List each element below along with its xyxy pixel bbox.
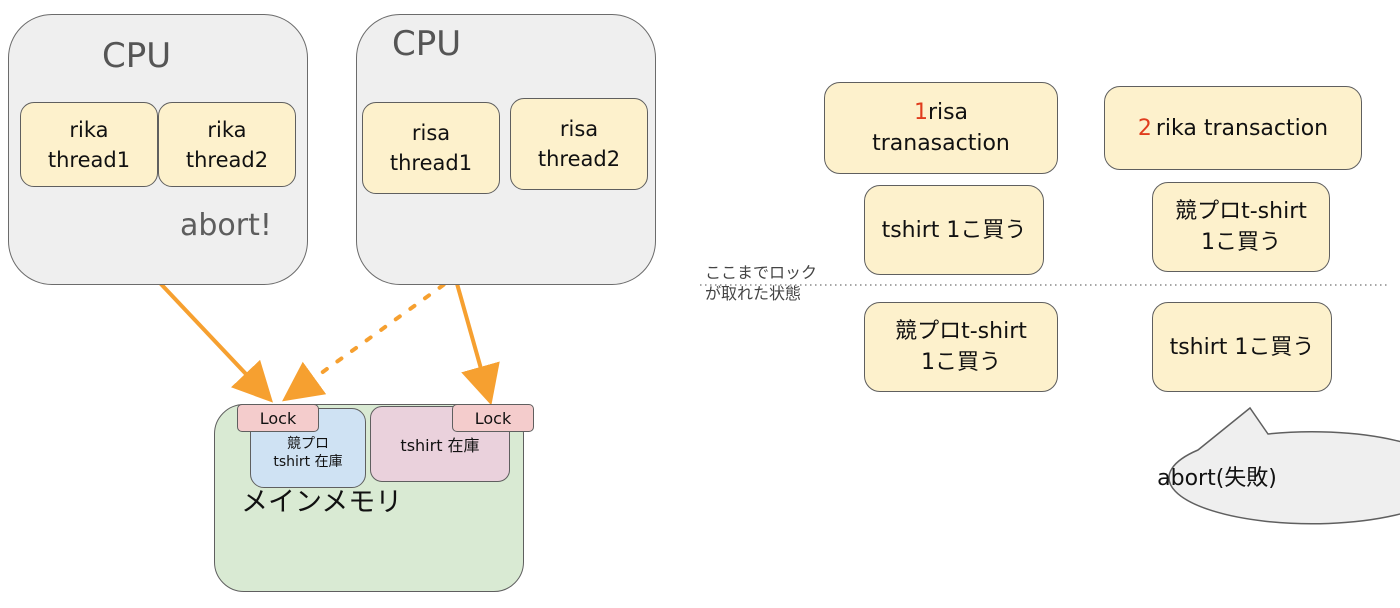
abort-status: abort! xyxy=(180,208,272,243)
transaction-title: rika transaction xyxy=(1155,115,1329,141)
cpu-title-1: CPU xyxy=(102,36,172,76)
abort-bubble-shape xyxy=(1168,406,1400,525)
transaction-number: 2 xyxy=(1137,115,1152,141)
transaction-user: risa xyxy=(927,100,969,125)
thread-id: thread2 xyxy=(537,147,621,171)
thread-id: thread2 xyxy=(185,147,269,172)
transaction-title-line2: tranasaction xyxy=(872,131,1010,156)
main-memory-label: メインメモリ xyxy=(241,487,403,518)
rika-step-1: 競プロt-shirt 1こ買う xyxy=(1152,182,1330,272)
lock-badge-tshirt: Lock xyxy=(452,404,534,432)
note-line-1: ここまでロック xyxy=(705,263,818,282)
step-text: 競プロt-shirt 1こ買う xyxy=(895,319,1027,375)
risa-step-1: tshirt 1こ買う xyxy=(864,185,1044,275)
thread-risa-2: risa thread2 xyxy=(510,98,648,190)
step-text: 競プロt-shirt 1こ買う xyxy=(1175,199,1307,255)
thread-name: rika xyxy=(207,117,247,142)
note-line-2: が取れた状態 xyxy=(705,284,802,303)
rika-step-2: tshirt 1こ買う xyxy=(1152,302,1332,392)
thread-name: risa xyxy=(411,121,451,145)
thread-rika-1: rika thread1 xyxy=(20,102,158,187)
transaction-title-line1: 1risa xyxy=(914,97,968,128)
lock-acquired-note: ここまでロック が取れた状態 xyxy=(705,262,817,304)
thread-name: rika xyxy=(69,117,109,142)
thread-name: risa xyxy=(559,117,599,141)
cpu-title-2: CPU xyxy=(392,24,462,64)
thread-id: thread1 xyxy=(389,151,473,175)
lock-badge-kyopro: Lock xyxy=(237,404,319,432)
risa-step-2: 競プロt-shirt 1こ買う xyxy=(864,302,1058,392)
transaction-risa-header: 1risa tranasaction xyxy=(824,82,1058,174)
abort-bubble-text: abort(失敗) xyxy=(1157,466,1277,491)
step-text: tshirt 1こ買う xyxy=(881,217,1027,243)
thread-rika-2: rika thread2 xyxy=(158,102,296,187)
item-stock: tshirt 在庫 xyxy=(273,454,343,470)
item-stock: tshirt 在庫 xyxy=(400,436,480,455)
item-name: 競プロ xyxy=(287,436,329,452)
thread-risa-1: risa thread1 xyxy=(362,102,500,194)
thread-id: thread1 xyxy=(47,147,131,172)
transaction-number: 1 xyxy=(913,100,928,125)
step-text: tshirt 1こ買う xyxy=(1169,334,1315,360)
